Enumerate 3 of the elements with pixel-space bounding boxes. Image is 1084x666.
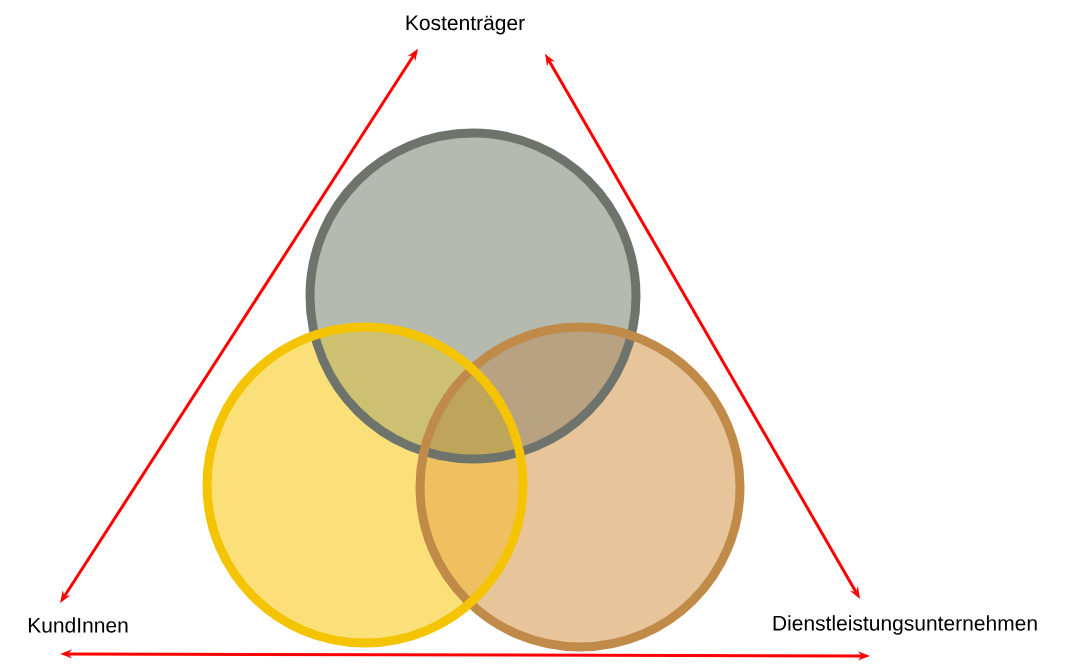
node-label: KundInnen: [28, 617, 128, 633]
node-label: Kostenträger: [406, 15, 525, 35]
node-label: Dienstleistungsunternehmen: [773, 615, 1037, 635]
